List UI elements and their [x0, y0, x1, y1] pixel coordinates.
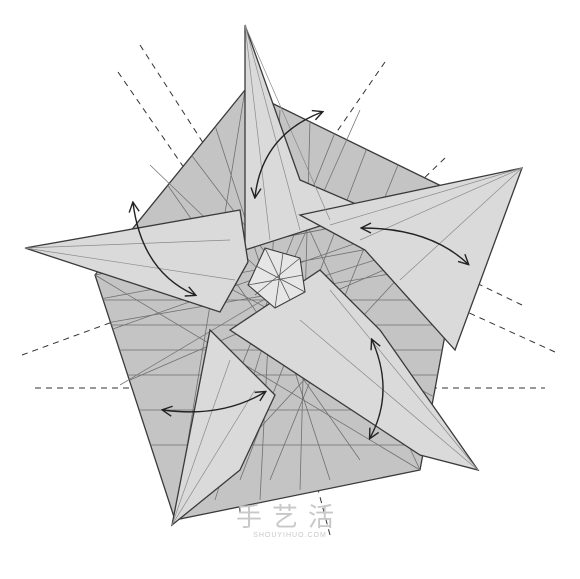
arrow-top — [255, 112, 322, 197]
fold-arrows — [133, 112, 468, 438]
arrow-lower-right — [370, 340, 384, 438]
watermark-chinese: 手艺活 — [235, 503, 344, 533]
watermark-url: SHOUYIHUO.COM — [253, 532, 327, 539]
arrow-left — [133, 203, 195, 295]
hub-spokes — [247, 247, 306, 309]
arrow-right — [362, 228, 468, 264]
arrow-lower-left — [163, 392, 265, 412]
